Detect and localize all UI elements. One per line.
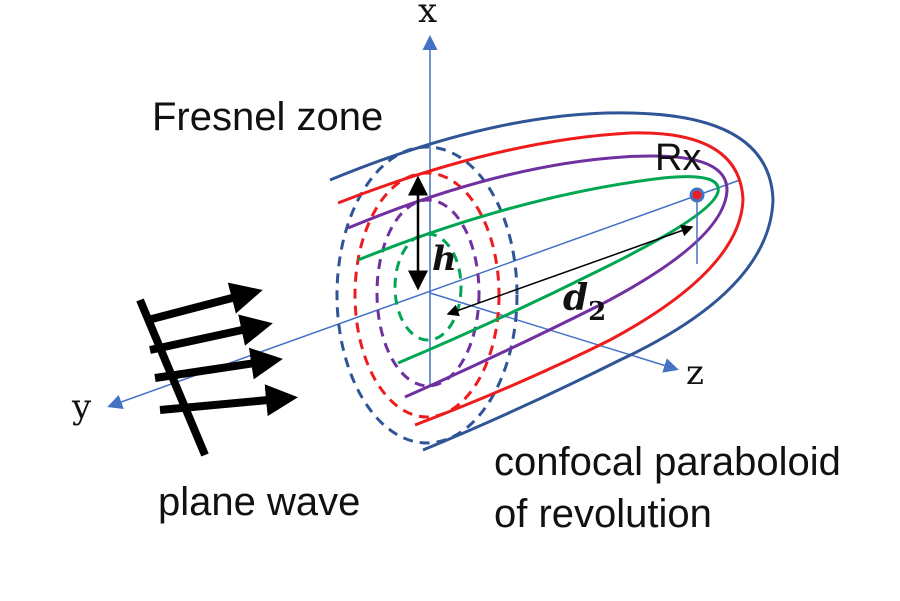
paraboloid-outer <box>329 111 775 452</box>
h-label: h <box>432 239 457 279</box>
d2-arrow <box>446 224 694 317</box>
plane-wave-icon <box>136 282 298 457</box>
plane-wave-label: plane wave <box>158 480 360 524</box>
z-axis-label: z <box>686 353 704 393</box>
d-label: d <box>563 277 588 319</box>
z-axis <box>429 292 679 373</box>
y-axis-label: y <box>71 387 92 427</box>
paraboloid-label-line1: confocal paraboloid <box>494 440 841 484</box>
fresnel-zone-label: Fresnel zone <box>152 95 383 139</box>
paraboloid-red <box>337 131 745 427</box>
x-axis-label: x <box>418 0 437 31</box>
fresnel-ellipse-purple <box>375 198 481 388</box>
paraboloid-label-line2: of revolution <box>494 492 712 536</box>
fresnel-ellipse-outer <box>335 145 519 445</box>
paraboloid-purple <box>347 154 729 399</box>
rx-label: Rx <box>655 137 701 179</box>
rx-point <box>689 187 705 203</box>
d-subscript: 2 <box>588 297 606 327</box>
d2-label: d2 <box>563 277 606 327</box>
